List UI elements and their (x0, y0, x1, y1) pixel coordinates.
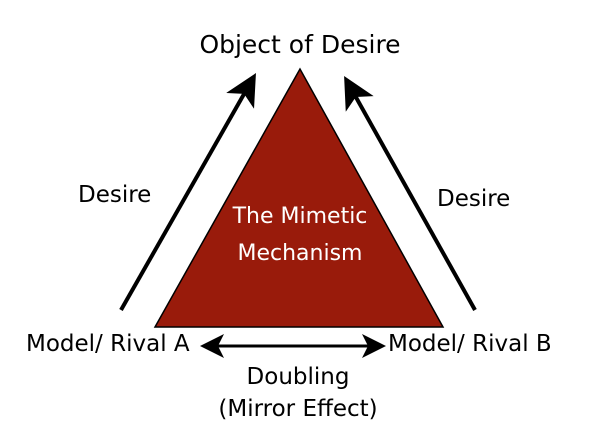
left-desire-label: Desire (78, 182, 152, 208)
right-desire-arrow (344, 76, 477, 311)
model-rival-b-label: Model/ Rival B (388, 331, 552, 357)
center-title-line1: The Mimetic (232, 204, 368, 229)
mimetic-triangle (153, 67, 445, 328)
model-rival-a-label: Model/ Rival A (26, 331, 190, 357)
doubling-label: Doubling (246, 364, 350, 390)
object-of-desire-label: Object of Desire (199, 30, 401, 59)
left-desire-arrow (119, 73, 256, 311)
center-title-line2: Mechanism (237, 241, 363, 266)
mirror-effect-label: (Mirror Effect) (218, 396, 378, 422)
right-desire-label: Desire (437, 186, 511, 212)
